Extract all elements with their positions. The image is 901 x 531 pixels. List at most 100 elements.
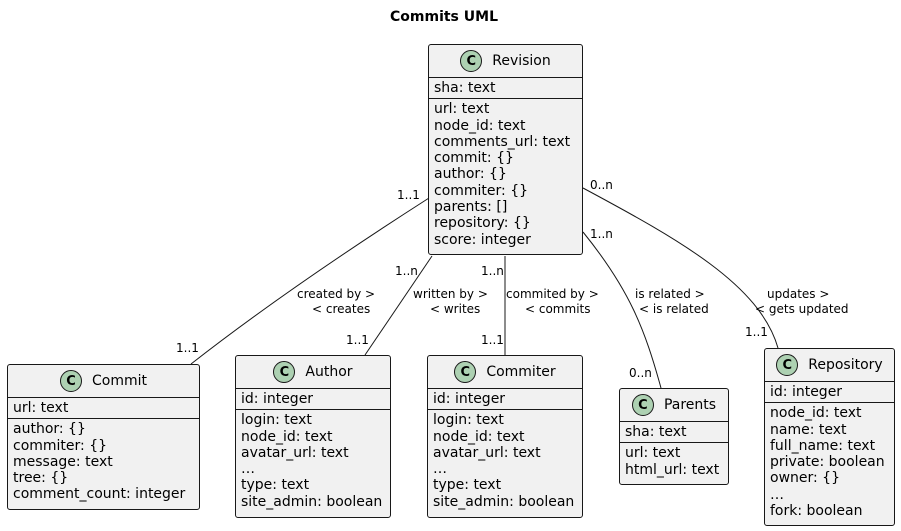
- label-is-related-back: < is related: [639, 302, 709, 316]
- class-name: Parents: [663, 397, 717, 413]
- class-attribute: id: integer: [770, 384, 843, 400]
- mult-author-revision: 1..1: [346, 333, 369, 347]
- class-attribute: url: text: [434, 101, 490, 118]
- mult-revision-commiter: 1..n: [481, 264, 504, 278]
- class-attribute: login: text: [241, 412, 312, 429]
- class-attribute: author: {}: [13, 421, 86, 438]
- class-author: C Author id: integer login: text node_id…: [235, 355, 391, 518]
- class-key-section: id: integer: [428, 389, 582, 411]
- mult-commiter-revision: 1..1: [481, 333, 504, 347]
- class-attribute: avatar_url: text: [241, 444, 349, 461]
- class-attribute: …: [241, 461, 255, 478]
- class-attribute: …: [770, 486, 784, 503]
- class-commiter: C Commiter id: integer login: text node_…: [427, 355, 583, 518]
- label-writes: < writes: [430, 302, 480, 316]
- mult-revision-commit: 1..1: [397, 188, 420, 202]
- class-revision: C Revision sha: text url: text node_id: …: [428, 44, 583, 255]
- label-creates: < creates: [312, 302, 370, 316]
- edge-revision-commit: [190, 197, 430, 365]
- class-attribute: node_id: text: [433, 428, 525, 445]
- class-icon: C: [273, 361, 296, 383]
- class-attribute: node_id: text: [241, 428, 333, 445]
- class-field-section: author: {} commiter: {} message: text tr…: [8, 419, 199, 504]
- class-header: C Author: [236, 356, 390, 389]
- class-header: C Commiter: [428, 356, 582, 389]
- label-commited-by: commited by >: [506, 287, 599, 301]
- class-attribute: url: text: [13, 400, 69, 416]
- class-name: Commiter: [486, 364, 556, 380]
- class-attribute: type: text: [433, 477, 502, 494]
- class-key-section: id: integer: [236, 389, 390, 411]
- label-updates: updates >: [767, 287, 829, 301]
- class-attribute: url: text: [625, 445, 681, 462]
- class-key-section: sha: text: [620, 422, 728, 444]
- edge-revision-parents: [582, 231, 662, 389]
- class-header: C Commit: [8, 365, 199, 398]
- class-attribute: avatar_url: text: [433, 444, 541, 461]
- class-icon: C: [454, 361, 477, 383]
- class-attribute: fork: boolean: [770, 503, 863, 520]
- class-attribute: sha: text: [625, 424, 687, 440]
- class-commit: C Commit url: text author: {} commiter: …: [7, 364, 200, 510]
- class-header: C Revision: [429, 45, 582, 78]
- class-name: Revision: [492, 53, 551, 69]
- class-key-section: sha: text: [429, 78, 582, 100]
- class-name: Commit: [92, 373, 147, 389]
- mult-revision-repository: 0..n: [590, 178, 613, 192]
- class-key-section: url: text: [8, 398, 199, 420]
- edge-revision-author: [364, 255, 433, 356]
- class-attribute: node_id: text: [434, 117, 526, 134]
- class-field-section: node_id: text name: text full_name: text…: [765, 403, 894, 521]
- class-field-section: login: text node_id: text avatar_url: te…: [428, 410, 582, 512]
- class-attribute: commiter: {}: [434, 182, 529, 199]
- class-name: Repository: [808, 357, 883, 373]
- class-attribute: comment_count: integer: [13, 486, 186, 503]
- class-attribute: …: [433, 461, 447, 478]
- class-icon: C: [776, 354, 799, 376]
- label-commits: < commits: [525, 302, 590, 316]
- class-parents: C Parents sha: text url: text html_url: …: [619, 388, 729, 485]
- class-icon: C: [631, 394, 654, 416]
- edge-revision-repository: [582, 187, 779, 349]
- class-repository: C Repository id: integer node_id: text n…: [764, 348, 895, 526]
- diagram-title: Commits UML: [390, 9, 498, 25]
- class-attribute: login: text: [433, 412, 504, 429]
- class-attribute: private: boolean: [770, 454, 885, 471]
- class-attribute: id: integer: [433, 391, 506, 407]
- class-attribute: commit: {}: [434, 150, 514, 167]
- mult-commit-revision: 1..1: [176, 341, 199, 355]
- class-attribute: name: text: [770, 421, 847, 438]
- class-attribute: owner: {}: [770, 470, 840, 487]
- class-header: C Parents: [620, 389, 728, 422]
- class-name: Author: [305, 364, 353, 380]
- class-attribute: type: text: [241, 477, 310, 494]
- class-attribute: node_id: text: [770, 405, 862, 422]
- class-attribute: full_name: text: [770, 437, 876, 454]
- class-attribute: tree: {}: [13, 470, 69, 487]
- label-written-by: written by >: [413, 287, 488, 301]
- class-icon: C: [460, 50, 483, 72]
- class-icon: C: [60, 370, 82, 392]
- class-attribute: score: integer: [434, 231, 531, 248]
- mult-repository-revision: 1..1: [745, 325, 768, 339]
- class-field-section: login: text node_id: text avatar_url: te…: [236, 410, 390, 512]
- class-attribute: author: {}: [434, 166, 507, 183]
- class-attribute: parents: []: [434, 199, 508, 216]
- mult-parents-revision: 0..n: [629, 366, 652, 380]
- class-attribute: site_admin: boolean: [241, 493, 383, 510]
- class-attribute: commiter: {}: [13, 437, 108, 454]
- class-field-section: url: text node_id: text comments_url: te…: [429, 99, 582, 250]
- label-gets-updated: < gets updated: [755, 302, 849, 316]
- class-attribute: repository: {}: [434, 215, 531, 232]
- class-header: C Repository: [765, 349, 894, 382]
- label-is-related: is related >: [635, 287, 705, 301]
- class-attribute: html_url: text: [625, 461, 720, 478]
- mult-revision-parents: 1..n: [590, 227, 613, 241]
- label-created-by: created by >: [297, 287, 375, 301]
- class-attribute: sha: text: [434, 80, 496, 96]
- class-attribute: site_admin: boolean: [433, 493, 575, 510]
- class-field-section: url: text html_url: text: [620, 443, 728, 480]
- class-key-section: id: integer: [765, 382, 894, 404]
- mult-revision-author: 1..n: [395, 264, 418, 278]
